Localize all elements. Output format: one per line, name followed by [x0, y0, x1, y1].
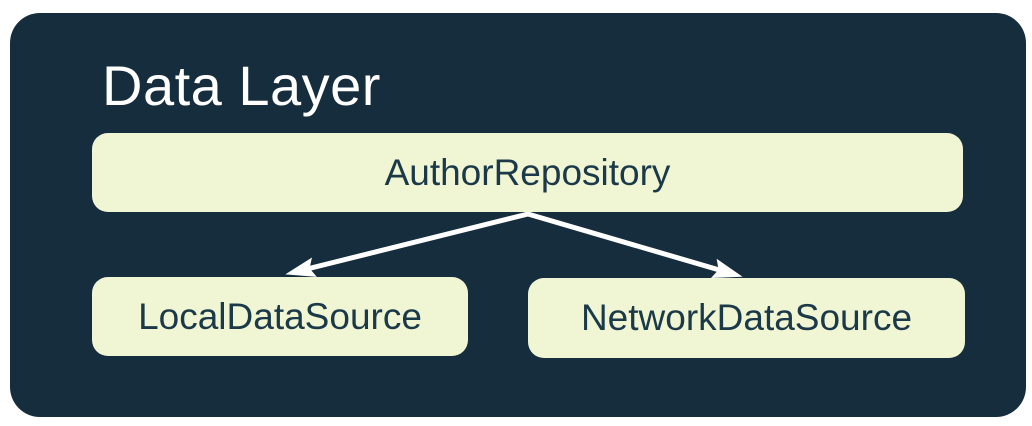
arrow-author-to-local-icon: [285, 211, 531, 277]
node-network-data-source-label: NetworkDataSource: [580, 297, 913, 338]
node-local-data-source-label: LocalDataSource: [138, 295, 422, 337]
diagram-title: Data Layer: [102, 54, 381, 117]
node-local-data-source: LocalDataSource: [92, 277, 468, 356]
node-author-repository: AuthorRepository: [92, 133, 963, 212]
node-author-repository-label: AuthorRepository: [384, 151, 671, 193]
node-network-data-source: NetworkDataSource: [528, 278, 965, 358]
arrow-author-to-network-icon: [525, 211, 743, 278]
data-layer-container: Data Layer AuthorRepository LocalDataSou…: [10, 13, 1026, 417]
